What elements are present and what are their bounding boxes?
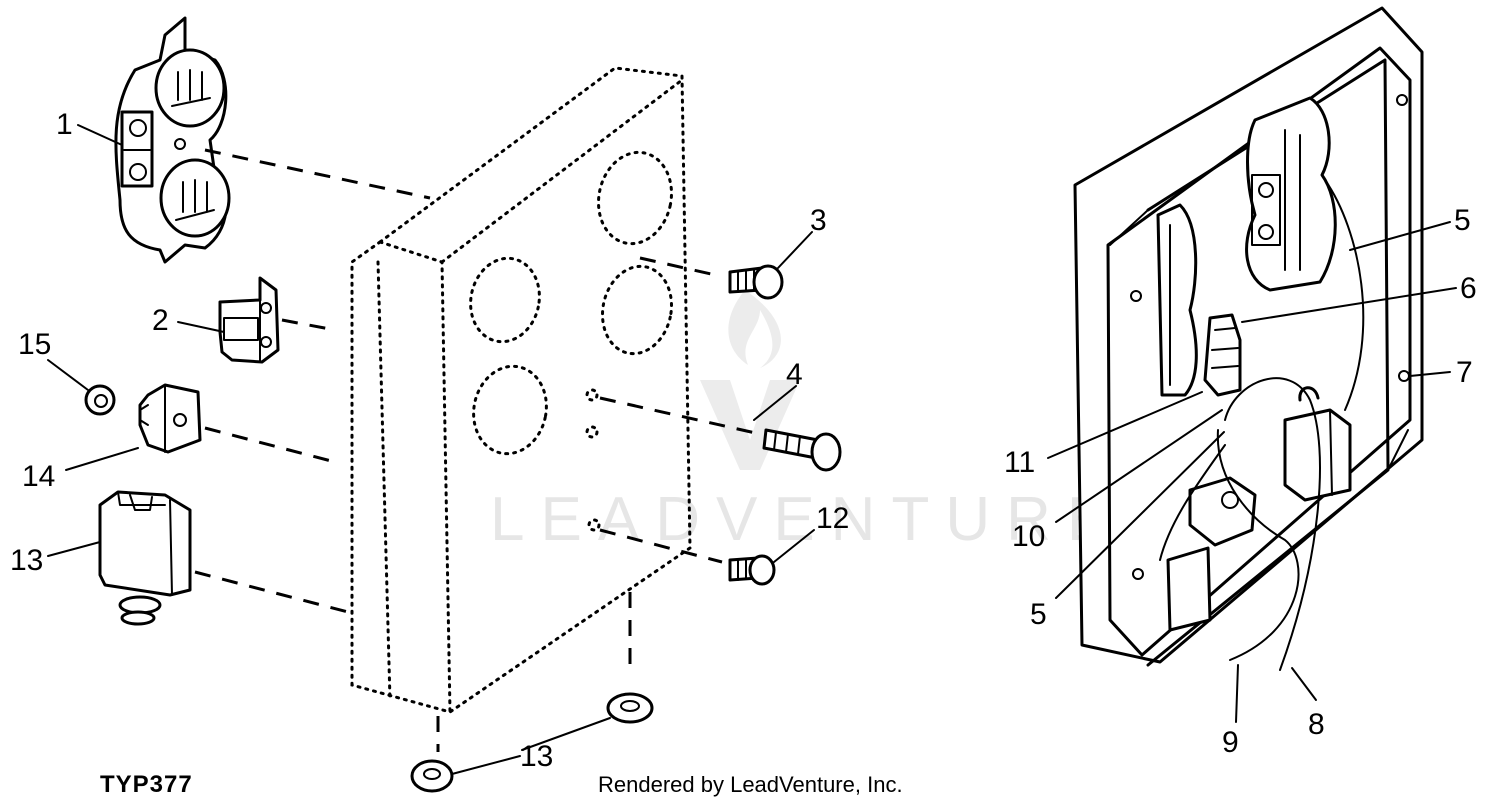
star-washer xyxy=(410,759,454,793)
duplex-receptacle xyxy=(114,16,231,264)
callout-11: 11 xyxy=(1004,446,1035,479)
watermark: LEADVENTURE xyxy=(490,290,1108,554)
long-bolt xyxy=(762,428,842,472)
screw-bottom xyxy=(728,554,776,586)
callout-13-nuts: 13 xyxy=(520,740,553,773)
callout-3: 3 xyxy=(810,204,827,237)
dotted-panel xyxy=(350,66,692,714)
enclosure-box xyxy=(1073,6,1424,671)
callout-5-bottom: 5 xyxy=(1030,598,1047,631)
callout-5-top: 5 xyxy=(1454,204,1471,237)
screw-top xyxy=(728,264,784,300)
callout-15: 15 xyxy=(18,328,51,361)
callout-labels: 1 2 3 4 12 15 14 13 13 5 6 7 11 10 5 9 8 xyxy=(10,108,1477,773)
leader-lines-left xyxy=(47,124,815,775)
flat-nut xyxy=(606,692,654,724)
figure-code: TYP377 xyxy=(100,771,193,798)
callout-12: 12 xyxy=(816,502,849,535)
callout-2: 2 xyxy=(152,304,169,337)
render-credit: Rendered by LeadVenture, Inc. xyxy=(598,772,903,797)
callout-4: 4 xyxy=(786,358,803,391)
leader-lines-right xyxy=(1047,221,1457,723)
callout-6: 6 xyxy=(1460,272,1477,305)
circuit-breaker xyxy=(98,490,192,626)
callout-1: 1 xyxy=(56,108,73,141)
callout-8: 8 xyxy=(1308,708,1325,741)
callout-9: 9 xyxy=(1222,726,1239,759)
callout-14: 14 xyxy=(22,460,55,493)
small-nut xyxy=(84,384,116,416)
callout-13-breaker: 13 xyxy=(10,544,43,577)
switch-block xyxy=(138,383,202,454)
bracket xyxy=(218,276,280,364)
callout-10: 10 xyxy=(1012,520,1045,553)
callout-7: 7 xyxy=(1456,356,1473,389)
